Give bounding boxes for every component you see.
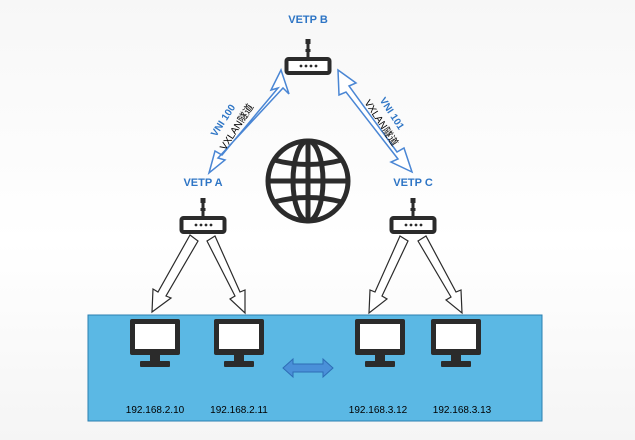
router-icon-vetp-b	[284, 37, 332, 75]
link-arrow-c1	[368, 235, 409, 315]
link-arrow-c2	[417, 235, 463, 315]
node-label-vetp-c: VETP C	[393, 177, 433, 189]
host-ip-2: 192.168.2.11	[210, 405, 268, 416]
link-arrow-a2	[206, 235, 246, 315]
double-arrow-icon	[282, 357, 334, 379]
tunnel-arrow-right	[337, 68, 414, 174]
host-ip-1: 192.168.2.10	[125, 405, 185, 416]
host-ip-3: 192.168.3.12	[348, 405, 408, 416]
router-icon-vetp-c	[389, 196, 437, 234]
node-label-vetp-b: VETP B	[288, 14, 328, 26]
tunnel-arrow-left	[207, 68, 290, 176]
globe-icon	[265, 138, 351, 224]
node-label-vetp-a: VETP A	[183, 177, 223, 189]
router-icon-vetp-a	[179, 196, 227, 234]
link-arrow-a1	[151, 234, 199, 314]
host-ip-4: 192.168.3.13	[432, 405, 492, 416]
